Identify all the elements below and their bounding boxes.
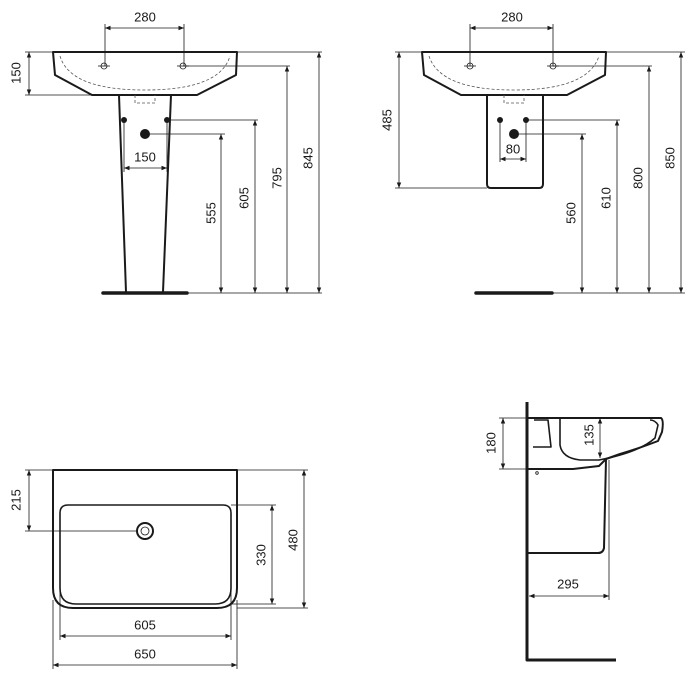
semi-pedestal-side-outline [527,458,607,554]
dim-total-height: 850 [662,147,677,169]
dim-tap-height: 795 [269,167,284,189]
basin-outline [52,51,238,96]
semi-pedestal-outline [486,95,544,189]
dim-waste-offset: 215 [8,489,23,511]
pedestal-outline [118,94,172,293]
basin-outline [421,51,607,96]
dim-waste-height: 560 [563,202,578,224]
dim-overall-width: 650 [134,646,156,661]
dim-tap-spacing: 280 [134,9,156,24]
fixing-point-icon [535,471,539,475]
tap-hole-icon [98,62,110,70]
dim-pipe-spacing: 80 [506,141,520,156]
dim-pedestal-drop: 485 [379,109,394,131]
basin-side-outline [527,417,664,470]
dim-tap-spacing: 280 [501,9,523,24]
waste-outlet-icon [136,522,154,540]
dim-pipe-spacing: 150 [134,149,156,164]
bowl-plan-outline [59,504,232,605]
semi-pedestal-front-view: 280 485 80 560 610 800 850 [379,9,685,295]
dim-bowl-depth: 135 [581,424,596,446]
plan-view: 215 330 480 605 650 [8,469,308,669]
basin-plan-outline [52,469,238,609]
dim-supply-height: 605 [236,187,251,209]
dim-bowl-depth: 330 [253,544,268,566]
dim-supply-height: 610 [598,187,613,209]
pedestal-front-view: 280 150 150 555 605 795 845 [8,9,322,295]
dim-basin-height: 180 [483,432,498,454]
dim-overall-depth: 480 [285,529,300,551]
wall-and-floor [525,402,616,662]
dim-waste-height: 555 [203,202,218,224]
dim-basin-height: 150 [8,62,23,84]
dim-pedestal-projection: 295 [557,576,579,591]
bowl-hidden-line [59,55,231,91]
dim-bowl-width: 605 [134,617,156,632]
dim-total-height: 845 [300,147,315,169]
dim-tap-height: 800 [630,167,645,189]
side-view: 180 135 295 [483,402,664,662]
